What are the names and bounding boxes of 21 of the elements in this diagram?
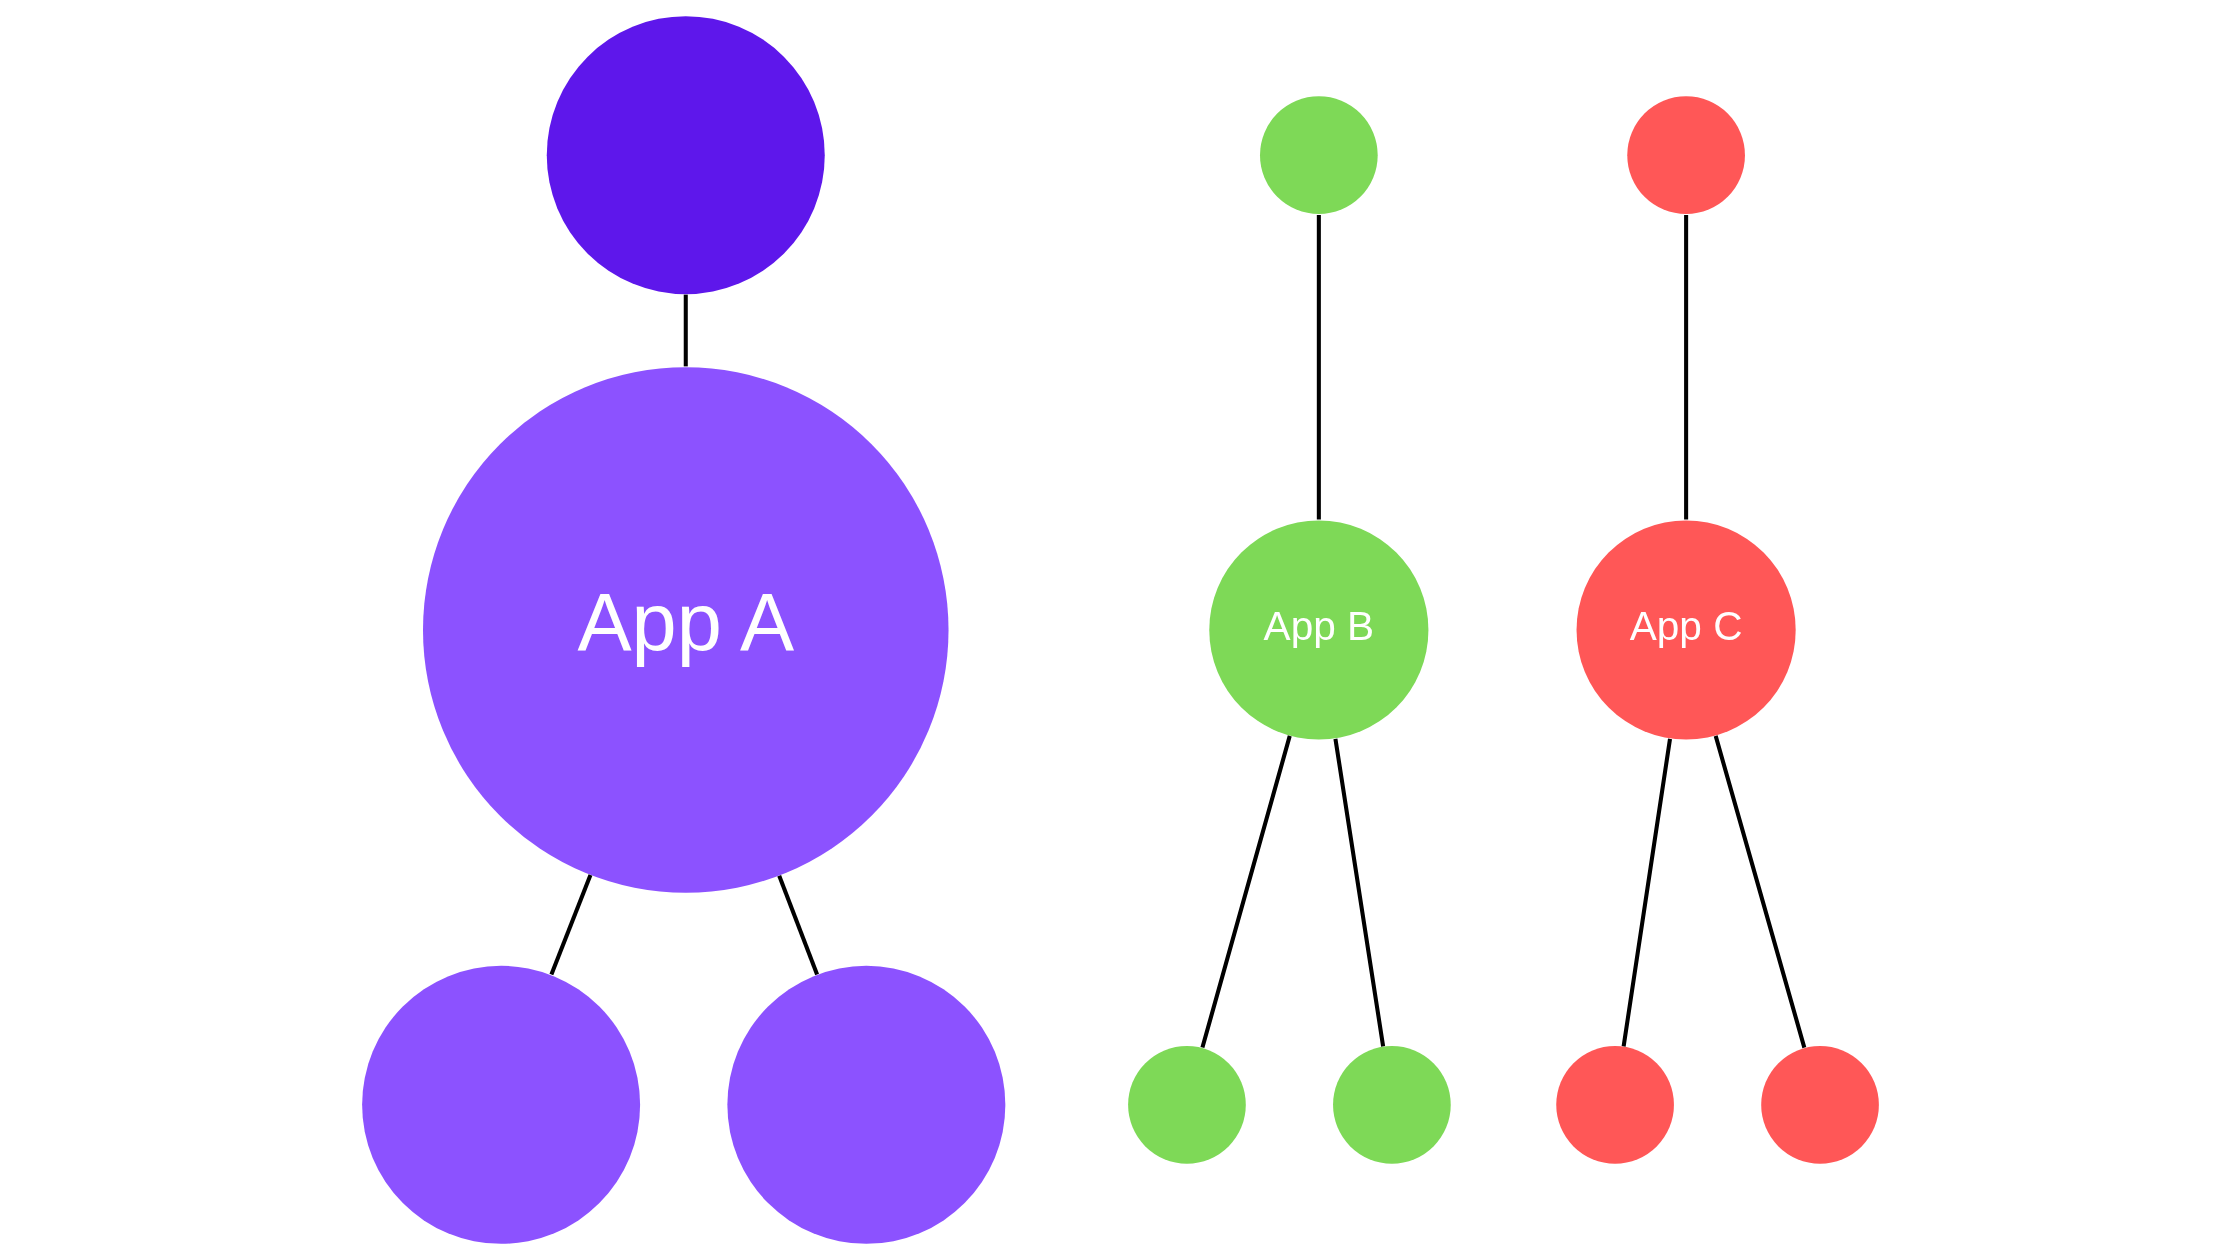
node-circle: App A xyxy=(422,367,949,893)
connector xyxy=(1713,735,1806,1049)
node-circle xyxy=(1555,1045,1674,1164)
connector xyxy=(776,874,819,976)
node-circle xyxy=(1626,96,1745,215)
node-circle xyxy=(1760,1045,1879,1164)
node-circle: App C xyxy=(1576,520,1796,740)
node-circle xyxy=(1127,1045,1246,1164)
connector xyxy=(1316,214,1321,520)
connector xyxy=(1332,738,1385,1047)
connector xyxy=(1199,735,1292,1049)
connector xyxy=(683,294,688,367)
connector xyxy=(1683,214,1688,520)
node-circle: App B xyxy=(1208,520,1428,740)
node-circle xyxy=(726,965,1005,1244)
node-circle xyxy=(1332,1045,1451,1164)
node-circle xyxy=(361,965,640,1244)
node-circle xyxy=(1259,96,1378,215)
connector xyxy=(1621,738,1672,1047)
node-circle xyxy=(546,16,825,295)
connector xyxy=(549,874,592,976)
